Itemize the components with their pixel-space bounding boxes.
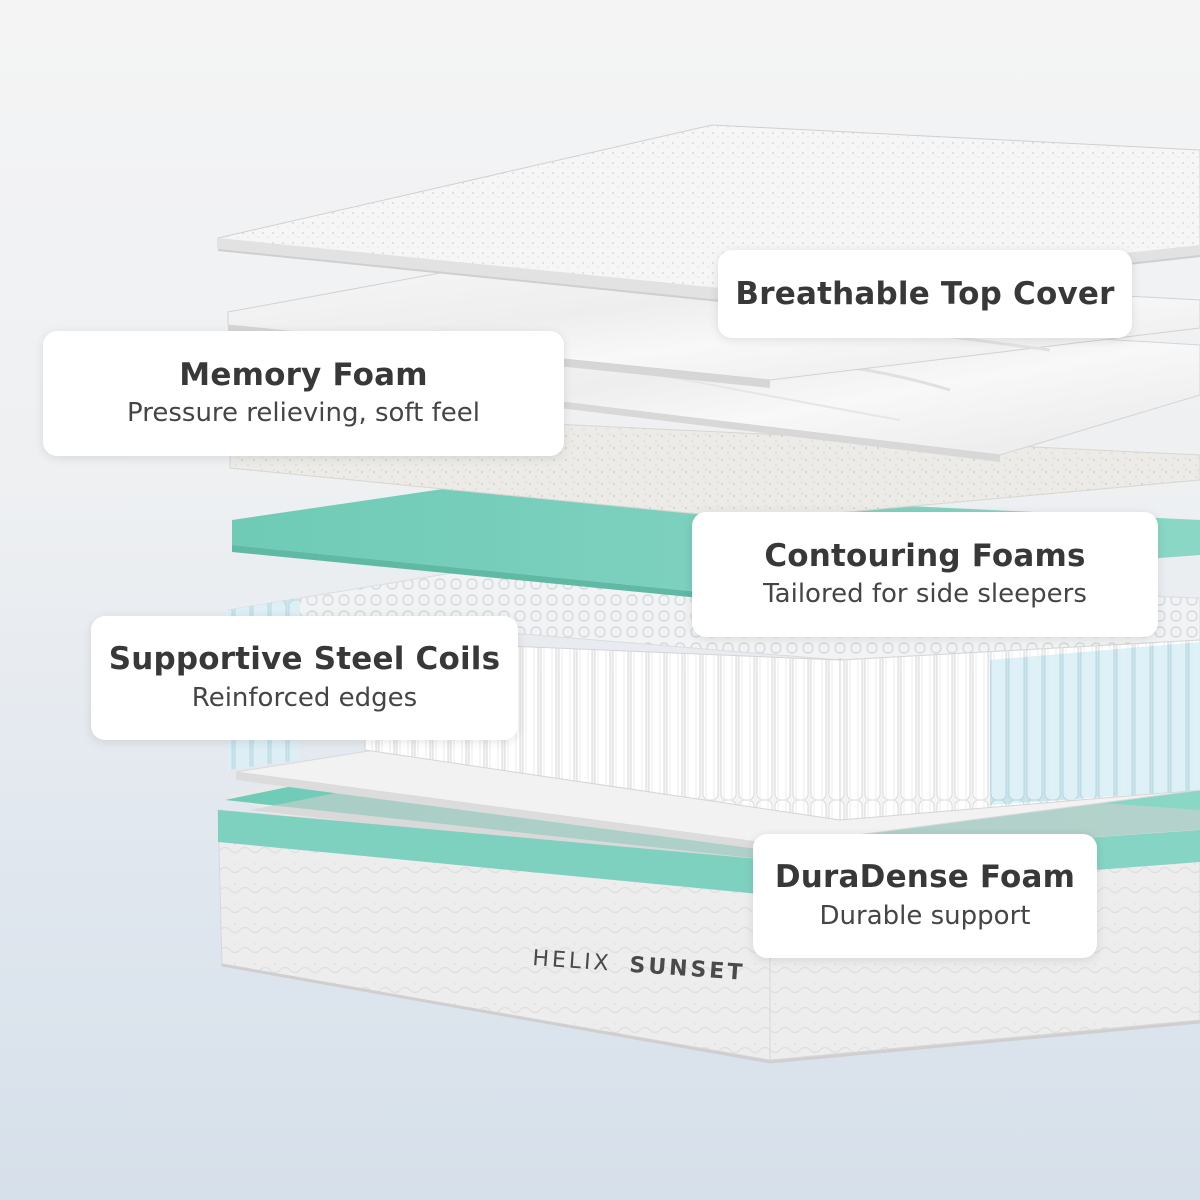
callout-contouring-foams: Contouring Foams Tailored for side sleep… — [692, 512, 1158, 637]
callout-breathable-top-cover: Breathable Top Cover — [718, 250, 1132, 338]
callout-subtitle: Pressure relieving, soft feel — [127, 398, 480, 429]
callout-title: Contouring Foams — [764, 537, 1086, 574]
callout-title: Memory Foam — [179, 356, 428, 393]
callout-title: Supportive Steel Coils — [108, 641, 501, 678]
callout-memory-foam: Memory Foam Pressure relieving, soft fee… — [43, 331, 564, 456]
callout-subtitle: Reinforced edges — [191, 682, 418, 713]
callout-duradense-foam: DuraDense Foam Durable support — [753, 834, 1097, 958]
callout-title: Breathable Top Cover — [735, 275, 1115, 312]
brand-prefix: HELIX — [532, 946, 613, 976]
callout-subtitle: Tailored for side sleepers — [763, 579, 1087, 610]
callout-subtitle: Durable support — [819, 900, 1031, 931]
callout-title: DuraDense Foam — [774, 859, 1076, 896]
callout-supportive-steel-coils: Supportive Steel Coils Reinforced edges — [91, 616, 518, 740]
